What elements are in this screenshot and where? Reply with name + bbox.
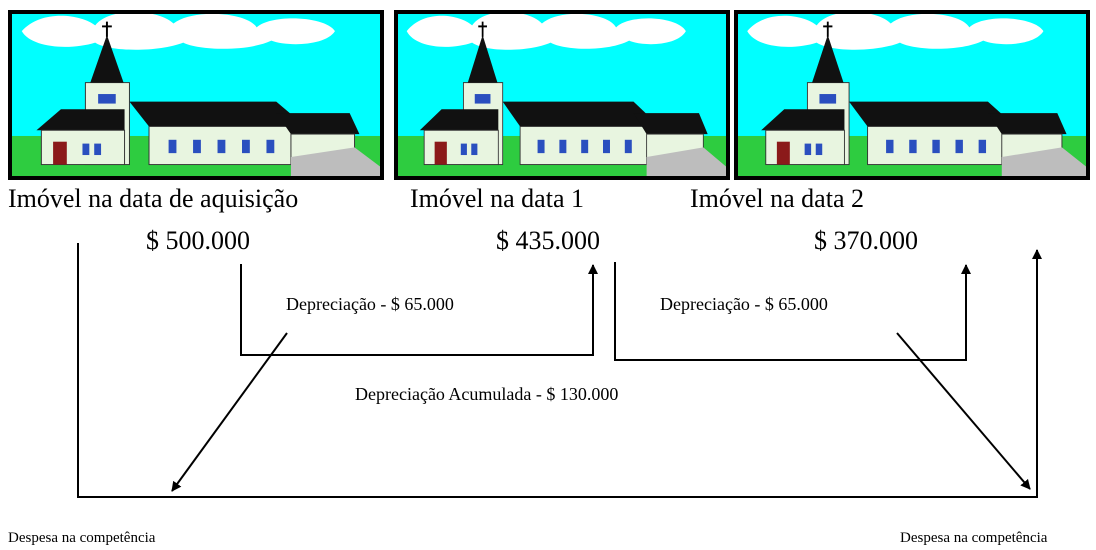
value-date-2: $ 370.000 (814, 226, 918, 255)
arrow-to-expense-left (171, 332, 288, 492)
depreciation-label-2: Depreciação - $ 65.000 (660, 294, 828, 314)
church-illustration (12, 14, 380, 176)
expense-label-right: Despesa na competência (900, 530, 1048, 546)
caption-date-2: Imóvel na data 2 (690, 184, 864, 213)
caption-acquisition: Imóvel na data de aquisição (8, 184, 299, 213)
arrow-to-expense-right (896, 332, 1031, 490)
expense-bracket (77, 243, 1042, 498)
expense-label-left: Despesa na competência (8, 530, 156, 546)
accumulated-depreciation-label: Depreciação Acumulada - $ 130.000 (355, 384, 619, 404)
caption-date-1: Imóvel na data 1 (410, 184, 584, 213)
value-date-1: $ 435.000 (496, 226, 600, 255)
value-acquisition: $ 500.000 (146, 226, 250, 255)
church-illustration (738, 14, 1086, 176)
church-picture-acquisition (8, 10, 384, 180)
church-picture-date-1 (394, 10, 730, 180)
church-illustration (398, 14, 726, 176)
depreciation-label-1: Depreciação - $ 65.000 (286, 294, 454, 314)
church-picture-date-2 (734, 10, 1090, 180)
